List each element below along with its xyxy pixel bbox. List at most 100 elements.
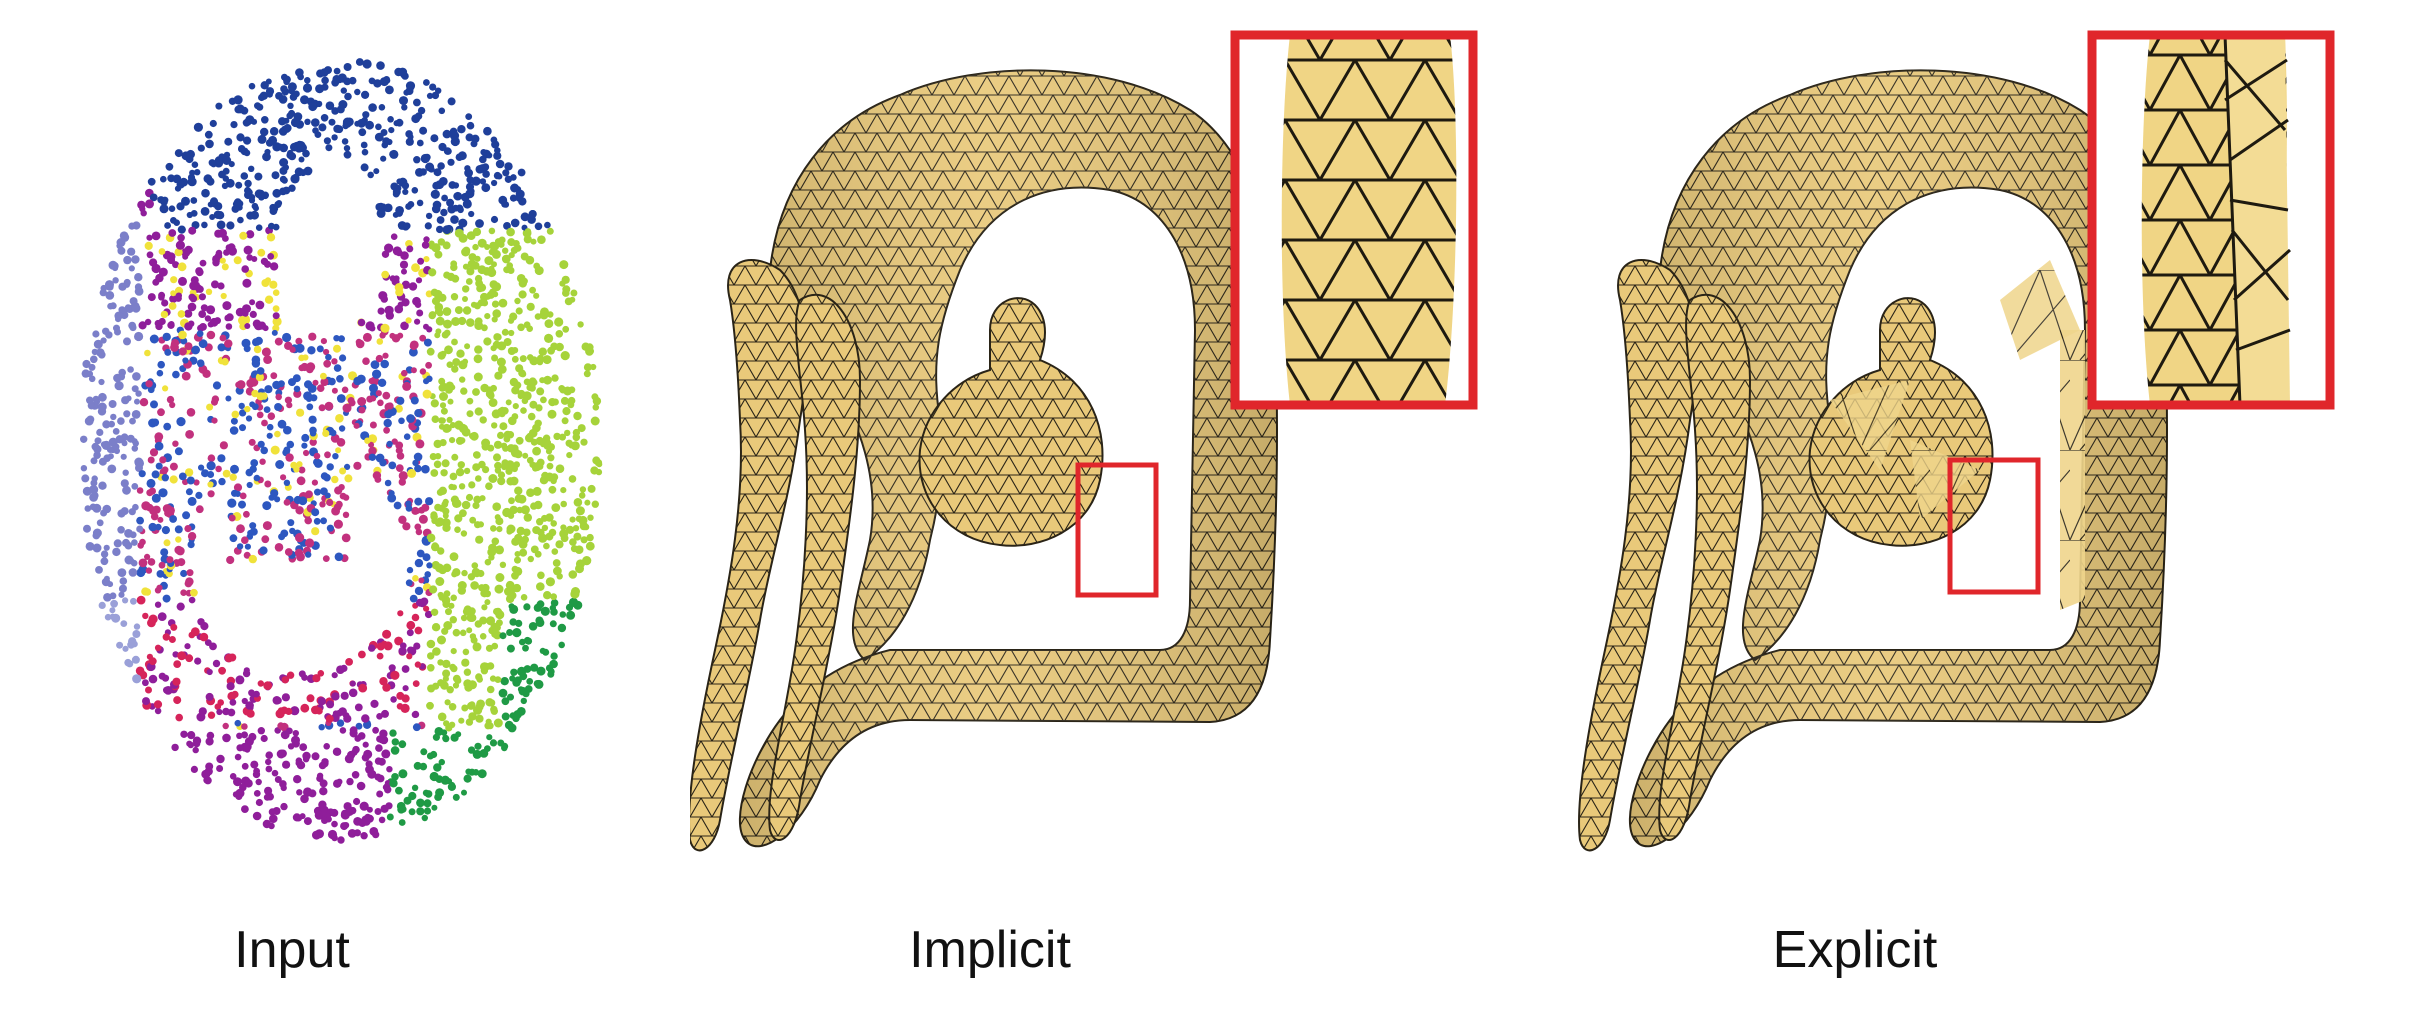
cloud-point — [320, 114, 329, 122]
cloud-point — [234, 719, 242, 727]
cloud-point — [485, 482, 493, 491]
cloud-point — [418, 514, 428, 524]
cloud-point — [484, 256, 494, 266]
cloud-point — [128, 265, 135, 272]
cloud-point — [546, 462, 554, 470]
cloud-point — [389, 729, 397, 737]
cloud-point — [464, 168, 473, 178]
cloud-point — [488, 398, 498, 407]
cloud-point — [100, 557, 109, 566]
cloud-point — [401, 665, 410, 673]
cloud-point — [212, 659, 221, 668]
cloud-point — [270, 445, 280, 455]
cloud-point — [259, 458, 266, 465]
cloud-point — [511, 347, 519, 354]
cloud-point — [381, 250, 390, 258]
cloud-point — [494, 624, 501, 632]
cloud-point — [256, 411, 264, 419]
cloud-point — [412, 459, 419, 467]
cloud-point — [391, 738, 399, 746]
cloud-point — [275, 200, 283, 207]
cloud-point — [349, 726, 358, 735]
cloud-point — [507, 723, 517, 733]
cloud-point — [172, 440, 179, 447]
cloud-point — [312, 830, 321, 840]
cloud-point — [403, 796, 412, 805]
cloud-point — [300, 703, 310, 713]
cloud-point — [304, 77, 311, 84]
cloud-point — [380, 155, 387, 162]
cloud-point — [498, 688, 508, 698]
explicit-mesh — [1578, 69, 2169, 852]
cloud-point — [201, 769, 211, 779]
cloud-point — [352, 745, 360, 754]
cloud-point — [284, 341, 293, 350]
cloud-point — [103, 544, 110, 551]
cloud-point — [186, 740, 193, 747]
cloud-point — [385, 85, 394, 95]
cloud-point — [568, 475, 577, 483]
cloud-point — [473, 354, 483, 364]
cloud-point — [339, 467, 347, 475]
cloud-point — [438, 423, 445, 430]
cloud-point — [479, 749, 489, 758]
cloud-point — [331, 134, 338, 141]
cloud-point — [269, 203, 277, 212]
cloud-point — [376, 338, 384, 345]
cloud-point — [492, 502, 502, 512]
cloud-point — [585, 347, 594, 356]
cloud-point — [587, 484, 596, 493]
cloud-point — [108, 420, 115, 428]
cloud-point — [107, 581, 114, 588]
cloud-point — [480, 383, 490, 393]
cloud-point — [241, 697, 248, 705]
cloud-point — [518, 686, 528, 696]
cloud-point — [380, 323, 390, 333]
cloud-point — [461, 704, 469, 712]
cloud-point — [334, 486, 343, 495]
cloud-point — [112, 277, 119, 284]
cloud-point — [105, 331, 113, 339]
cloud-point — [373, 168, 380, 175]
cloud-point — [559, 611, 567, 618]
cloud-point — [104, 613, 112, 621]
cloud-point — [320, 517, 327, 525]
cloud-point — [174, 248, 183, 257]
cloud-point — [486, 734, 493, 741]
cloud-point — [357, 318, 366, 327]
cloud-point — [267, 253, 275, 260]
cloud-point — [437, 659, 444, 666]
cloud-point — [453, 192, 461, 200]
cloud-point — [257, 680, 264, 687]
cloud-point — [124, 555, 134, 565]
cloud-point — [498, 195, 508, 205]
cloud-point — [228, 514, 236, 522]
cloud-point — [176, 180, 185, 189]
cloud-point — [211, 395, 220, 403]
cloud-point — [368, 441, 375, 448]
cloud-point — [272, 289, 280, 297]
cloud-point — [426, 701, 434, 710]
cloud-point — [370, 360, 380, 369]
cloud-point — [144, 349, 151, 357]
cloud-point — [516, 707, 526, 716]
cloud-point — [190, 765, 198, 774]
cloud-point — [458, 316, 467, 326]
cloud-point — [192, 736, 202, 745]
cloud-point — [462, 263, 470, 270]
cloud-point — [162, 332, 171, 342]
cloud-point — [494, 467, 502, 474]
cloud-point — [572, 525, 580, 532]
cloud-point — [462, 648, 470, 656]
cloud-point — [452, 674, 461, 683]
cloud-point — [252, 338, 261, 347]
cloud-point — [517, 168, 526, 177]
cloud-point — [246, 709, 255, 718]
cloud-point — [128, 222, 136, 230]
cloud-point — [414, 497, 423, 506]
cloud-point — [361, 714, 370, 723]
cloud-point — [257, 134, 267, 144]
cloud-point — [333, 364, 342, 372]
cloud-point — [398, 769, 408, 779]
cloud-point — [435, 87, 442, 94]
